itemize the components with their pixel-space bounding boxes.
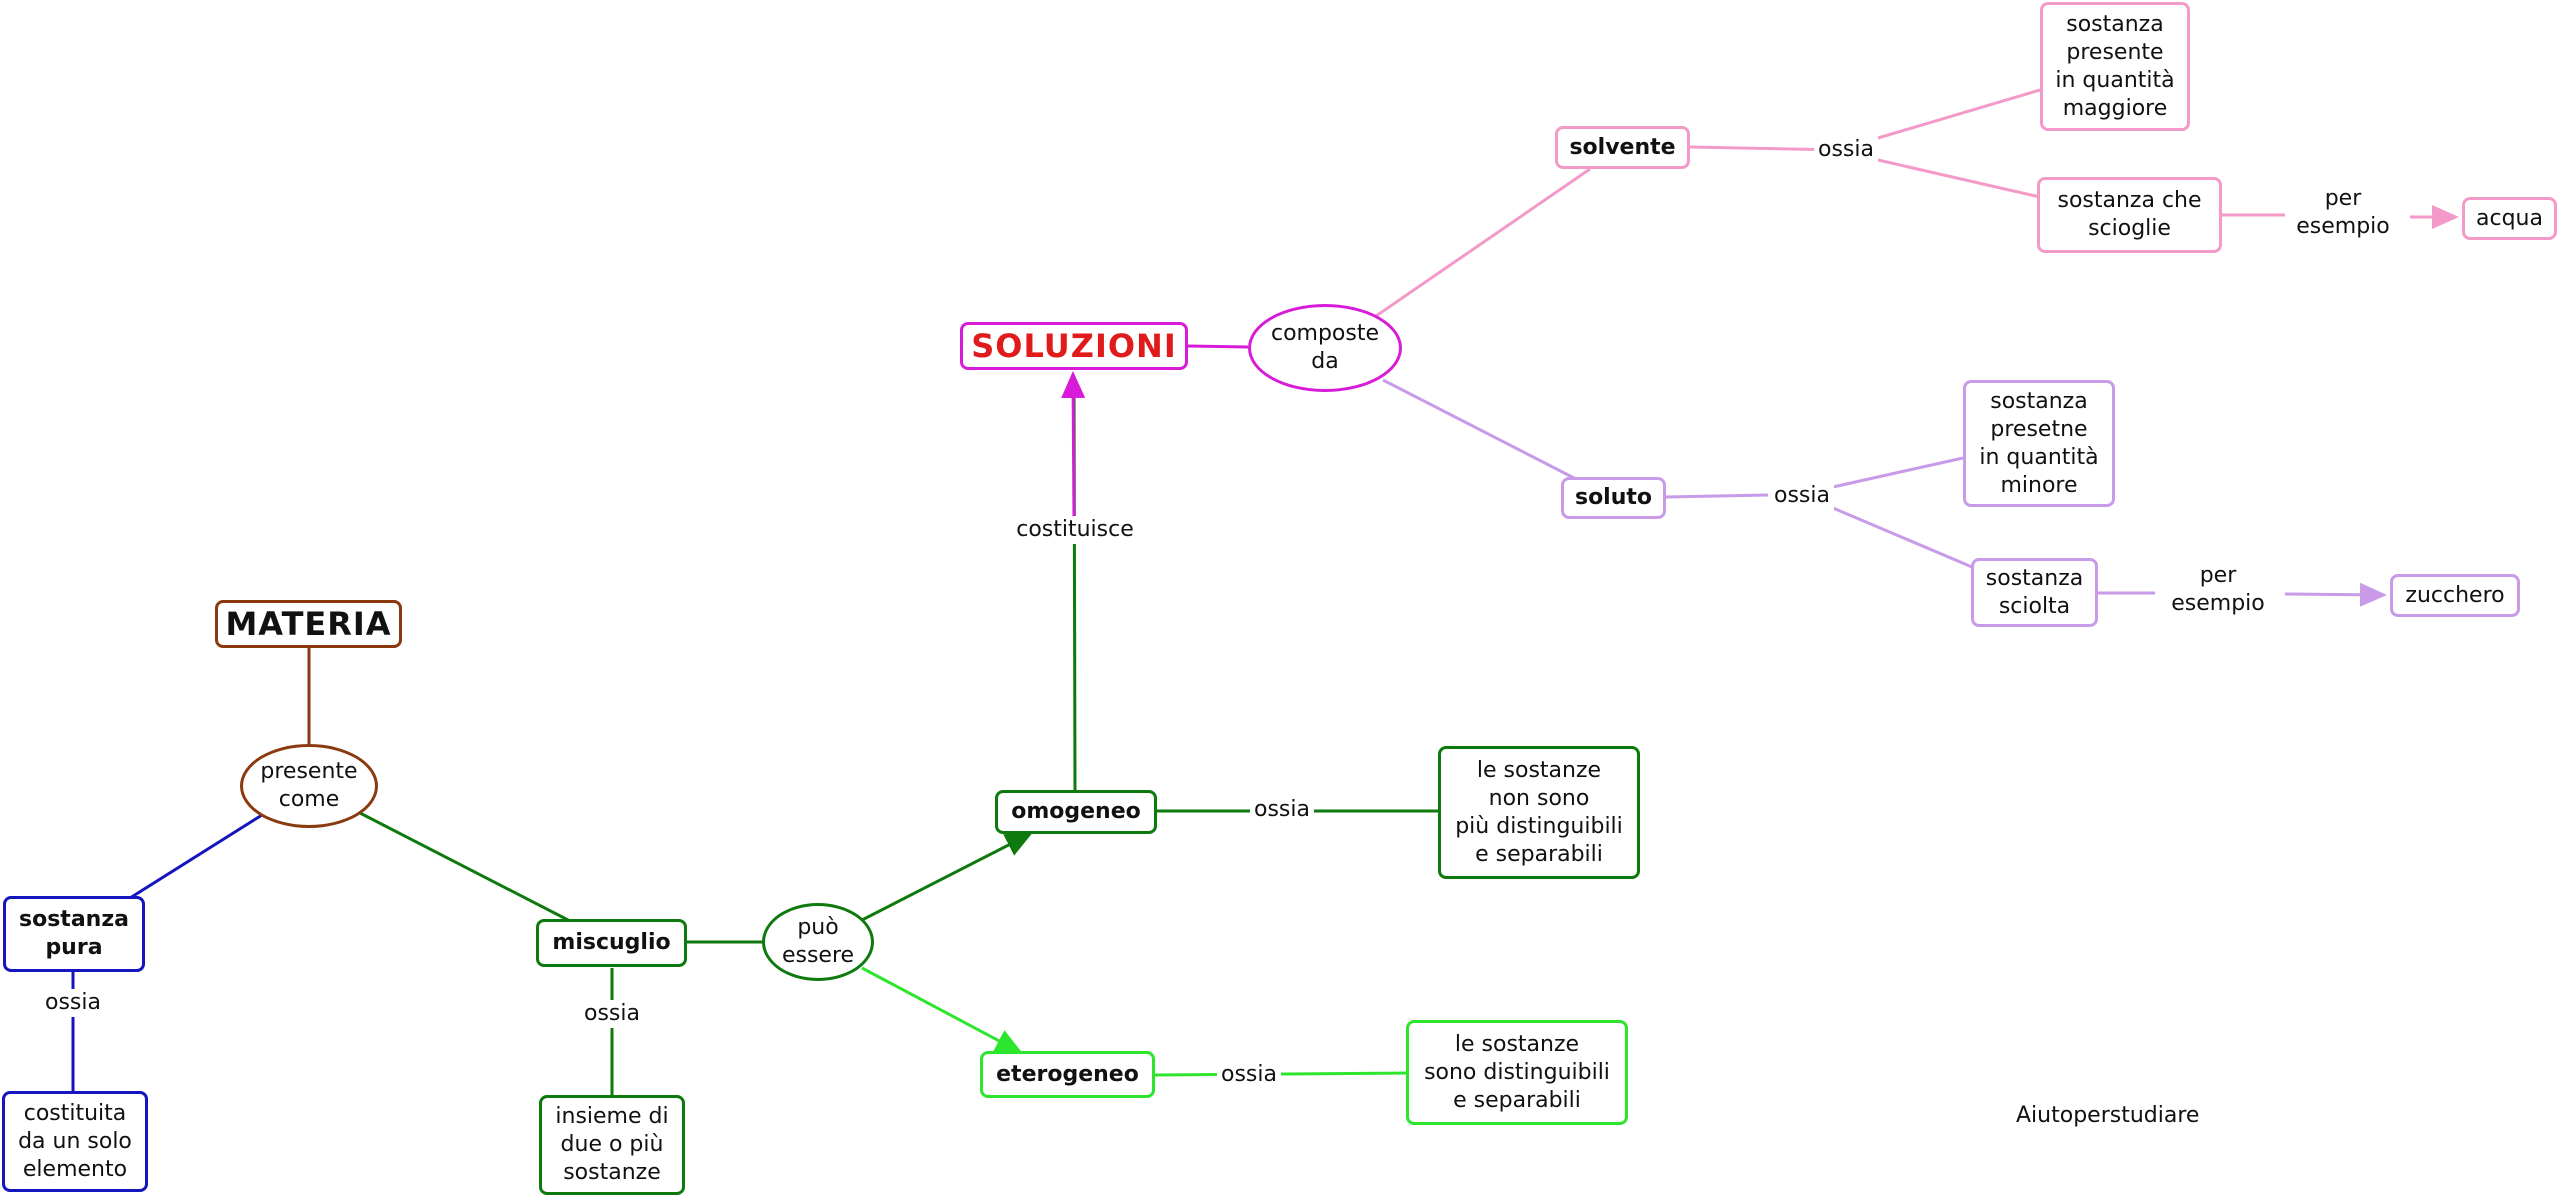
node-insieme[interactable]: insieme di due o più sostanze xyxy=(539,1095,685,1195)
arrow-head-soluzioni xyxy=(1061,371,1086,521)
line-ossia-solvente-def1 xyxy=(1877,88,2041,140)
node-soluto[interactable]: soluto xyxy=(1561,477,1666,519)
node-soluto-def1[interactable]: sostanza presetne in quantità minore xyxy=(1963,380,2115,507)
arrow-per-esempio-zucchero xyxy=(2284,582,2387,607)
line-presente-miscuglio xyxy=(359,811,571,923)
node-solvente[interactable]: solvente xyxy=(1555,126,1690,169)
link-label-per-esempio-soluto: per esempio xyxy=(2167,562,2269,618)
node-soluzioni[interactable]: SOLUZIONI xyxy=(960,322,1188,370)
link-label-ossia-miscuglio: ossia xyxy=(580,1000,644,1028)
node-puo-essere[interactable]: può essere xyxy=(762,903,874,981)
node-miscuglio[interactable]: miscuglio xyxy=(536,919,687,967)
link-label-ossia-soluto: ossia xyxy=(1770,482,1834,510)
node-eterogeneo-label: eterogeneo xyxy=(996,1061,1139,1087)
node-eterogeneo[interactable]: eterogeneo xyxy=(980,1051,1155,1098)
line-soluto-ossia xyxy=(1665,493,1769,499)
watermark-text: Aiutoperstudiare xyxy=(2016,1103,2200,1128)
node-presente-come-label: presente come xyxy=(260,759,358,812)
node-omogeneo[interactable]: omogeneo xyxy=(995,790,1157,834)
node-costituita[interactable]: costituita da un solo elemento xyxy=(2,1091,148,1192)
node-eterogeneo-def-label: le sostanze sono distinguibili e separab… xyxy=(1424,1031,1610,1113)
line-composte-solvente xyxy=(1375,167,1591,318)
node-sostanza-pura[interactable]: sostanza pura xyxy=(3,896,145,972)
line-composte-soluto xyxy=(1382,378,1577,481)
line-soluzioni-composte xyxy=(1187,344,1249,349)
line-ossia-soluto-def2 xyxy=(1832,506,1973,569)
link-label-ossia-pura: ossia xyxy=(41,989,105,1017)
link-label-costituisce: costituisce xyxy=(1012,516,1138,544)
node-solvente-def1-label: sostanza presente in quantità maggiore xyxy=(2055,11,2175,121)
node-acqua-label: acqua xyxy=(2476,205,2543,231)
node-materia-label: MATERIA xyxy=(225,605,392,643)
node-solvente-def1[interactable]: sostanza presente in quantità maggiore xyxy=(2040,2,2190,131)
line-presente-sostanza-pura xyxy=(129,813,263,900)
link-label-ossia-omogeneo: ossia xyxy=(1250,796,1314,824)
node-materia[interactable]: MATERIA xyxy=(215,600,402,648)
node-composte-da-label: composte da xyxy=(1270,321,1380,374)
link-label-ossia-eterogeneo: ossia xyxy=(1217,1061,1281,1089)
link-label-per-esempio-solvente: per esempio xyxy=(2292,185,2394,241)
node-soluto-def2[interactable]: sostanza sciolta xyxy=(1971,558,2098,627)
node-acqua[interactable]: acqua xyxy=(2462,197,2557,240)
arrow-puo-eterogeneo xyxy=(861,966,1023,1054)
node-solvente-def2-label: sostanza che scioglie xyxy=(2057,188,2202,241)
node-sostanza-pura-label: sostanza pura xyxy=(19,907,129,960)
node-omogeneo-label: omogeneo xyxy=(1011,799,1141,824)
line-ossia-soluto-def1 xyxy=(1832,456,1964,489)
node-soluto-label: soluto xyxy=(1574,485,1653,510)
node-solvente-label: solvente xyxy=(1569,134,1676,160)
node-zucchero[interactable]: zucchero xyxy=(2390,574,2520,617)
node-omogeneo-def-label: le sostanze non sono più distinguibili e… xyxy=(1455,757,1623,867)
arrow-puo-omogeneo xyxy=(861,832,1033,922)
node-costituita-label: costituita da un solo elemento xyxy=(18,1100,132,1182)
node-soluto-def2-label: sostanza sciolta xyxy=(1985,565,2084,619)
node-presente-come[interactable]: presente come xyxy=(240,744,378,828)
link-label-ossia-solvente: ossia xyxy=(1814,136,1878,164)
node-soluto-def1-label: sostanza presetne in quantità minore xyxy=(1979,388,2099,498)
node-solvente-def2[interactable]: sostanza che scioglie xyxy=(2037,177,2222,253)
node-eterogeneo-def[interactable]: le sostanze sono distinguibili e separab… xyxy=(1406,1020,1628,1125)
line-ossia-solvente-def2 xyxy=(1877,158,2041,199)
node-soluzioni-label: SOLUZIONI xyxy=(971,327,1177,365)
node-puo-essere-label: può essere xyxy=(781,915,855,968)
node-zucchero-label: zucchero xyxy=(2405,582,2505,608)
node-omogeneo-def[interactable]: le sostanze non sono più distinguibili e… xyxy=(1438,746,1640,879)
node-insieme-label: insieme di due o più sostanze xyxy=(555,1104,669,1185)
node-miscuglio-label: miscuglio xyxy=(552,930,671,955)
node-composte-da[interactable]: composte da xyxy=(1248,304,1402,392)
